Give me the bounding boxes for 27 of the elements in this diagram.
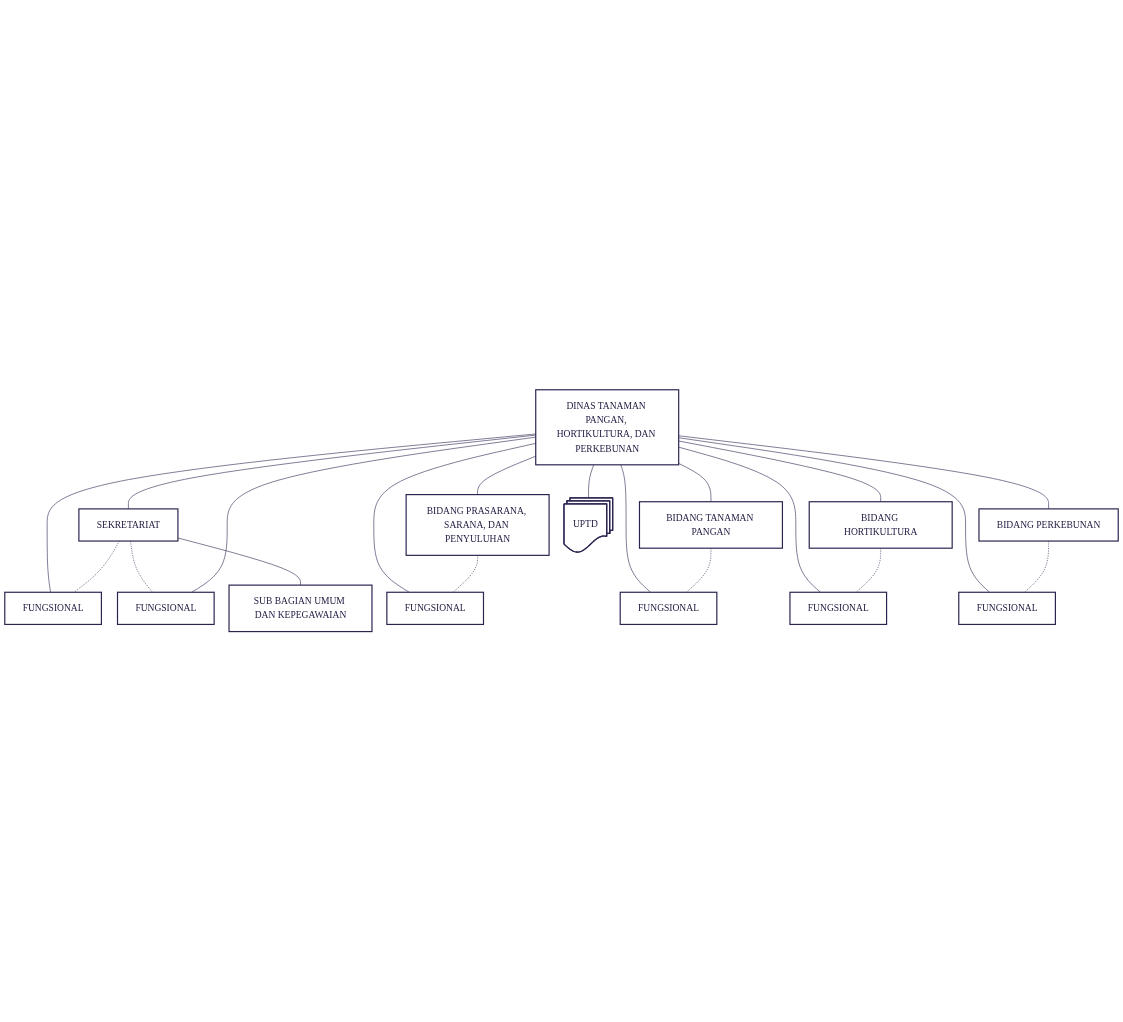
connector	[678, 463, 712, 503]
node-box: BIDANG PERKEBUNAN	[978, 508, 1119, 542]
connector	[678, 435, 1049, 510]
node-box: FUNGSIONAL	[386, 592, 485, 626]
node-box: SEKRETARIAT	[78, 508, 179, 542]
node-box: FUNGSIONAL	[958, 592, 1056, 626]
connector	[73, 541, 120, 593]
connector	[678, 447, 821, 593]
node-box: BIDANG HORTIKULTURA	[808, 501, 953, 550]
connector	[678, 441, 881, 503]
connector	[855, 548, 881, 593]
node-box: BIDANG PRASARANA, SARANA, DAN PENYULUHAN	[405, 494, 550, 557]
connector	[686, 548, 712, 593]
connector	[620, 464, 651, 593]
node-box: FUNGSIONAL	[116, 592, 215, 626]
connector	[177, 538, 301, 586]
connector	[130, 541, 153, 593]
connector	[1024, 541, 1049, 593]
connector	[678, 437, 990, 593]
connector	[452, 555, 478, 593]
node-box: FUNGSIONAL	[789, 592, 888, 626]
node-box: DINAS TANAMAN PANGAN, HORTIKULTURA, DAN PERKEBUNAN	[535, 389, 680, 466]
connector	[588, 464, 594, 499]
node-box: SUB BAGIAN UMUM DAN KEPEGAWAIAN	[228, 584, 373, 633]
node-box: BIDANG TANAMAN PANGAN	[638, 501, 784, 550]
node-box: FUNGSIONAL	[619, 592, 718, 626]
node-box: FUNGSIONAL	[4, 592, 102, 626]
